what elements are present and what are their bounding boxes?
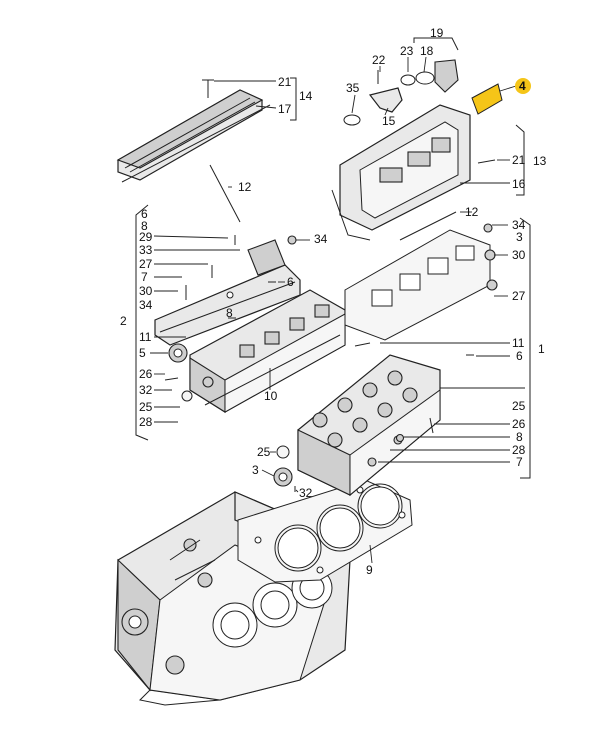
cylinder-head-left-icon (189, 289, 346, 413)
label-4: 4 (519, 79, 526, 93)
label-26-right: 26 (512, 417, 526, 431)
label-21-top: 21 (278, 75, 292, 89)
label-30-right: 30 (512, 248, 526, 262)
label-7-left: 7 (141, 270, 148, 284)
label-6-right: 6 (516, 349, 523, 363)
label-3-right: 3 (516, 230, 523, 244)
label-32-lower: 32 (299, 486, 313, 500)
label-8-left: 8 (141, 219, 148, 233)
label-35: 35 (346, 81, 360, 95)
label-29: 29 (139, 230, 153, 244)
label-27-left: 27 (139, 257, 153, 271)
label-26-left: 26 (139, 367, 153, 381)
label-7-right: 7 (516, 455, 523, 469)
cylinder-head-cover-left-icon (116, 89, 271, 183)
label-16: 16 (512, 177, 526, 191)
label-27-right: 27 (512, 289, 526, 303)
label-34-left: 34 (139, 298, 153, 312)
label-9: 9 (366, 563, 373, 577)
leader-lines (135, 37, 531, 564)
label-25-lower: 25 (257, 445, 271, 459)
label-6-mid: 6 (287, 275, 294, 289)
label-25-left: 25 (139, 400, 153, 414)
label-17: 17 (278, 102, 292, 116)
label-2: 2 (120, 314, 127, 328)
label-14: 14 (299, 89, 313, 103)
label-11-left: 11 (139, 330, 152, 344)
label-25-right: 25 (512, 399, 526, 413)
label-5: 5 (139, 346, 146, 360)
label-12-right: 12 (465, 205, 479, 219)
cylinder-head-right-icon (297, 354, 441, 497)
label-3-lower: 3 (252, 463, 259, 477)
highlight-marker-4 (515, 78, 531, 94)
callout-labels: 19 23 18 22 4 35 15 21 14 17 21 13 16 12… (120, 26, 547, 577)
label-1: 1 (538, 342, 545, 356)
label-13: 13 (533, 154, 547, 168)
label-30-left: 30 (139, 284, 153, 298)
label-10: 10 (264, 389, 278, 403)
label-15: 15 (382, 114, 396, 128)
label-22: 22 (372, 53, 386, 67)
label-33: 33 (139, 243, 153, 257)
small-parts (164, 59, 503, 492)
cylinder-head-cover-right-icon (331, 104, 471, 241)
label-34-right: 34 (512, 218, 526, 232)
label-34-mid: 34 (314, 232, 328, 246)
label-8-mid: 8 (226, 306, 233, 320)
label-19: 19 (430, 26, 444, 40)
label-28-right: 28 (512, 443, 526, 457)
label-23: 23 (400, 44, 414, 58)
camshaft-housing-left-icon (154, 239, 301, 346)
camshaft-housing-right-icon (344, 229, 498, 341)
label-21-right: 21 (512, 153, 526, 167)
highlighted-part-4 (471, 83, 503, 115)
label-12-top: 12 (238, 180, 252, 194)
label-6-left: 6 (141, 207, 148, 221)
head-gasket-icon (237, 479, 413, 583)
label-11-right: 11 (512, 336, 525, 350)
label-18: 18 (420, 44, 434, 58)
label-28-left: 28 (139, 415, 153, 429)
label-32-left: 32 (139, 383, 153, 397)
label-8-right: 8 (516, 430, 523, 444)
